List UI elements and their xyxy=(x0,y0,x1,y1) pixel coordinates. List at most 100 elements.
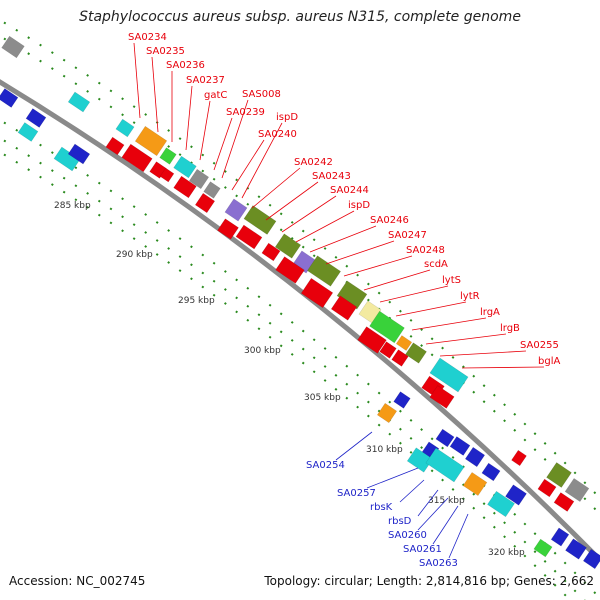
leader-line xyxy=(281,195,337,233)
gene-feature[interactable] xyxy=(550,527,570,547)
gene-feature[interactable] xyxy=(1,35,25,59)
gene-label[interactable]: SA0235 xyxy=(146,46,185,57)
gene-feature[interactable] xyxy=(357,326,387,354)
tick-ring xyxy=(0,118,600,599)
gene-label[interactable]: SA0239 xyxy=(226,107,265,118)
gene-label[interactable]: bglA xyxy=(538,356,560,367)
gene-label[interactable]: SA0243 xyxy=(312,171,351,182)
kbp-tick-label: 290 kbp xyxy=(116,250,153,260)
gene-feature[interactable] xyxy=(533,538,553,558)
gene-feature[interactable] xyxy=(369,310,405,344)
gene-feature[interactable] xyxy=(173,155,197,179)
leader-line xyxy=(411,317,487,331)
leader-line xyxy=(295,210,355,243)
gene-feature[interactable] xyxy=(261,242,281,262)
gene-label[interactable]: lytR xyxy=(460,291,480,302)
gene-label[interactable]: SA0247 xyxy=(388,230,427,241)
gene-feature[interactable] xyxy=(274,233,302,259)
gene-label[interactable]: SA0257 xyxy=(337,488,376,499)
gene-label[interactable]: SA0234 xyxy=(128,32,167,43)
gene-feature[interactable] xyxy=(391,349,409,367)
leader-line xyxy=(265,181,319,221)
gene-feature[interactable] xyxy=(487,490,515,518)
gene-feature[interactable] xyxy=(379,341,397,359)
gene-label[interactable]: gatC xyxy=(204,90,227,101)
gene-label[interactable]: lytS xyxy=(442,275,461,286)
gene-feature[interactable] xyxy=(121,143,153,173)
gene-feature[interactable] xyxy=(67,143,91,165)
gene-label[interactable]: SA0261 xyxy=(403,544,442,555)
gene-label[interactable]: SA0237 xyxy=(186,75,225,86)
genome-backbone xyxy=(0,79,600,562)
gene-feature[interactable] xyxy=(376,402,398,424)
gene-feature[interactable] xyxy=(300,277,334,309)
leader-line xyxy=(461,366,545,369)
gene-feature[interactable] xyxy=(203,181,221,199)
gene-feature[interactable] xyxy=(564,477,590,503)
gene-label[interactable]: SA0260 xyxy=(388,530,427,541)
gene-feature[interactable] xyxy=(217,218,239,240)
gene-feature[interactable] xyxy=(275,256,305,284)
gene-feature[interactable] xyxy=(243,205,277,235)
gene-feature[interactable] xyxy=(395,335,413,351)
gene-feature[interactable] xyxy=(330,295,358,321)
gene-feature[interactable] xyxy=(429,385,455,409)
gene-label[interactable]: ispD xyxy=(276,112,298,123)
gene-feature[interactable] xyxy=(511,449,527,467)
gene-label[interactable]: lrgB xyxy=(500,323,520,334)
leader-line xyxy=(395,301,467,317)
gene-feature[interactable] xyxy=(582,548,600,570)
gene-feature[interactable] xyxy=(481,462,501,482)
gene-feature[interactable] xyxy=(224,198,248,222)
gene-feature[interactable] xyxy=(546,462,572,488)
gene-feature[interactable] xyxy=(565,538,587,560)
gene-feature[interactable] xyxy=(464,446,486,468)
gene-feature[interactable] xyxy=(105,136,125,156)
gene-feature[interactable] xyxy=(449,436,471,456)
gene-feature[interactable] xyxy=(134,125,168,157)
gene-label[interactable]: SA0263 xyxy=(419,558,458,569)
gene-feature[interactable] xyxy=(67,91,91,113)
gene-label[interactable]: SA0248 xyxy=(406,245,445,256)
gene-label[interactable]: SAS008 xyxy=(242,89,281,100)
gene-feature[interactable] xyxy=(25,108,47,128)
gene-feature[interactable] xyxy=(17,122,39,142)
gene-feature[interactable] xyxy=(159,147,177,165)
gene-feature[interactable] xyxy=(115,118,135,138)
gene-feature[interactable] xyxy=(307,255,341,287)
gene-label[interactable]: SA0242 xyxy=(294,157,333,168)
gene-label[interactable]: lrgA xyxy=(480,307,500,318)
leader-line xyxy=(425,333,507,345)
kbp-tick-label: 310 kbp xyxy=(366,445,403,455)
gene-feature[interactable] xyxy=(505,484,527,506)
gene-feature[interactable] xyxy=(173,175,197,199)
gene-feature[interactable] xyxy=(0,88,19,108)
gene-feature[interactable] xyxy=(553,492,575,512)
gene-feature[interactable] xyxy=(235,224,263,250)
gene-feature[interactable] xyxy=(537,478,557,498)
gene-label[interactable]: SA0236 xyxy=(166,60,205,71)
leader-line xyxy=(221,99,249,179)
gene-feature[interactable] xyxy=(462,471,488,497)
gene-feature[interactable] xyxy=(188,168,210,190)
gene-label[interactable]: SA0240 xyxy=(258,129,297,140)
tick-ring xyxy=(0,18,600,499)
gene-label[interactable]: rbsK xyxy=(370,502,393,513)
gene-feature[interactable] xyxy=(159,167,175,183)
gene-feature[interactable] xyxy=(194,192,216,214)
gene-label[interactable]: rbsD xyxy=(388,516,412,527)
gene-feature[interactable] xyxy=(425,447,465,483)
gene-feature[interactable] xyxy=(406,447,434,473)
gene-label[interactable]: SA0244 xyxy=(330,185,369,196)
gene-feature[interactable] xyxy=(405,342,427,364)
gene-label[interactable]: SA0254 xyxy=(306,460,345,471)
gene-feature[interactable] xyxy=(435,428,455,448)
gene-feature[interactable] xyxy=(393,391,411,409)
leader-line xyxy=(432,505,459,545)
gene-label[interactable]: scdA xyxy=(424,259,448,270)
gene-label[interactable]: SA0255 xyxy=(520,340,559,351)
gene-feature[interactable] xyxy=(429,357,469,393)
gene-label[interactable]: ispD xyxy=(348,200,370,211)
gene-label[interactable]: SA0246 xyxy=(370,215,409,226)
